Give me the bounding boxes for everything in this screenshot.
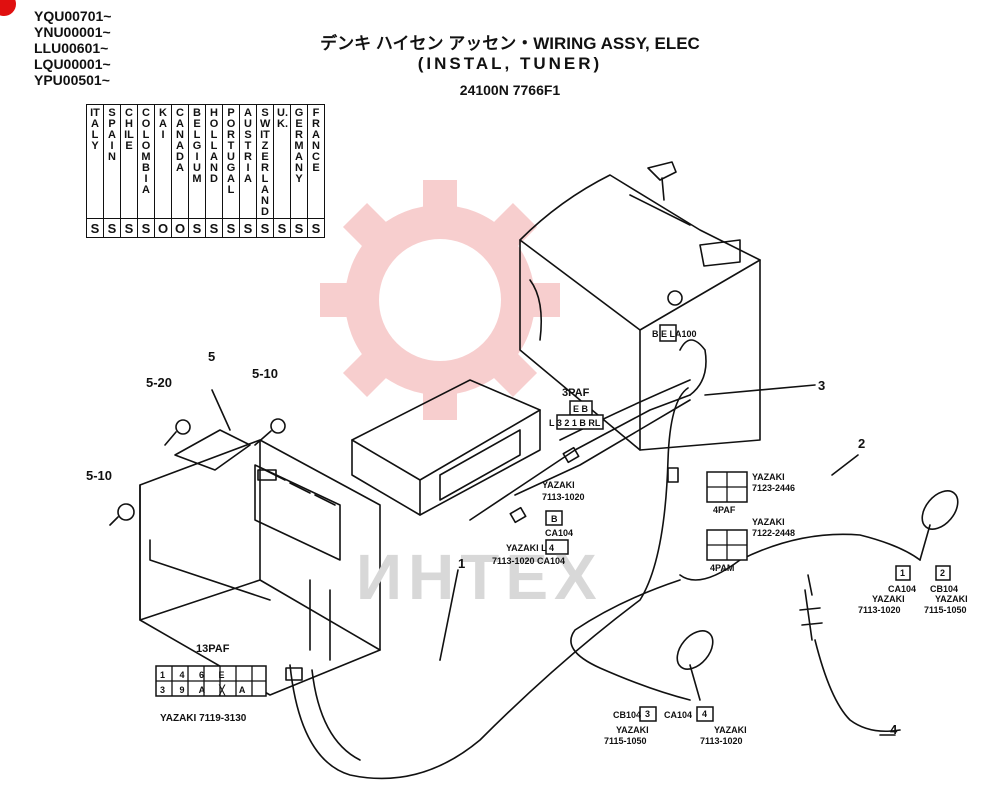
antenna-lead [814,639,901,733]
center-ca104: CA104 [545,528,574,538]
callout-2: 2 [858,436,866,451]
code-cell: S [273,218,291,238]
center-yazaki-a: YAZAKI [542,480,575,490]
center-b-pin: B [551,514,558,524]
bottom-yazaki-b-pn: 7113-1020 [700,736,743,746]
code-cell: S [86,218,104,238]
callout-3: 3 [818,378,826,393]
radio-tray [351,379,541,516]
watermark-text: ИНТЕХ [356,541,603,613]
bottom-yazaki-b: YAZAKI [714,725,747,735]
part-number: 24100N 7766F1 [459,82,561,98]
bottom-pin-4: 4 [702,709,708,719]
right-yazaki-b: YAZAKI [935,594,968,604]
paf4-upper-label: 4PAF [713,505,736,515]
right-pin-2: 2 [940,568,946,578]
diagram-title: デンキ ハイセン アッセン・WIRING ASSY, ELEC (INSTAL,… [250,34,770,100]
serial-number: YNU00001~ [34,24,111,40]
country-cell: FRANCE [307,104,325,219]
right-speaker-lead [679,533,921,581]
right-ca104: CA104 [888,584,917,594]
bottom-yazaki-a: YAZAKI [616,725,649,735]
bottom-yazaki-a-pn: 7115-1050 [604,736,647,746]
la100-label: B E LA100 [652,329,697,339]
paf4-lower-label: 4PAM [710,563,735,573]
bottom-pin-3: 3 [645,709,651,719]
bottom-cb104: CB104 [613,710,642,720]
main-harness [289,387,689,780]
title-line-2: (INSTAL, TUNER) [417,54,603,73]
corner-mark-icon [0,0,16,16]
callout-1: 1 [458,556,466,571]
country-names-row: ITALY SPAIN CHILE COLOMBIA KAI CANADA BE… [86,104,325,219]
paf3-row-1: E B [573,404,589,414]
callout-5-10-top: 5-10 [252,366,279,381]
country-cell: HOLLAND [205,104,223,219]
country-applicability-table: ITALY SPAIN CHILE COLOMBIA KAI CANADA BE… [86,104,325,238]
center-yazaki-a-pn: 7113-1020 [542,492,585,502]
title-line-1: デンキ ハイセン アッセン・WIRING ASSY, ELEC [320,34,700,53]
paf3-row-2: L 3 2 1 B RL [549,418,601,428]
right-cb104: CB104 [930,584,959,594]
right-yazaki-b-pn: 7115-1050 [924,605,967,615]
watermark-gear-icon [320,180,560,420]
paf4-upper-pn: 7123-2446 [752,483,796,493]
serial-number: YPU00501~ [34,72,110,88]
serial-number: LQU00001~ [34,56,111,72]
country-cell: GERMANY [290,104,308,219]
code-cell: S [307,218,325,238]
serial-number: YQU00701~ [34,8,112,24]
paf4-lower-pn: 7122-2448 [752,528,796,538]
right-yazaki-a-pn: 7113-1020 [858,605,901,615]
country-codes-row: S S S S O O S S S S S S S S [86,218,325,238]
callout-5-20: 5-20 [146,375,173,390]
callout-5-10-left: 5-10 [86,468,113,483]
serial-number-list: YQU00701~ YNU00001~ LLU00601~ LQU00001~ … [34,8,111,88]
center-yazaki-b-pn: 7113-1020 CA104 [492,556,566,566]
code-cell: S [239,218,257,238]
serial-number: LLU00601~ [34,40,109,56]
paf13-yazaki: YAZAKI 7119-3130 [160,713,247,724]
code-cell: S [188,218,206,238]
callout-4: 4 [890,722,898,737]
callout-5: 5 [208,349,216,364]
bottom-ca104: CA104 [664,710,693,720]
code-cell: S [256,218,274,238]
paf4-upper-yazaki: YAZAKI [752,472,785,482]
right-pin-1: 1 [900,568,906,578]
country-cell: SPAIN [103,104,121,219]
fender-housing [519,174,761,451]
paf3-label: 3PAF [562,387,590,399]
paf13-label: 13PAF [196,643,230,655]
country-cell: BELGIUM [188,104,206,219]
right-yazaki-a: YAZAKI [872,594,905,604]
paf13-row-2: 3 9 A ╳ A [160,685,252,695]
paf4-lower-yazaki: YAZAKI [752,517,785,527]
bottom-speaker-lead [570,579,691,701]
paf13-row-1: 1 4 6 E [160,670,231,680]
center-yazaki-b: YAZAKI L 4 [506,543,555,553]
